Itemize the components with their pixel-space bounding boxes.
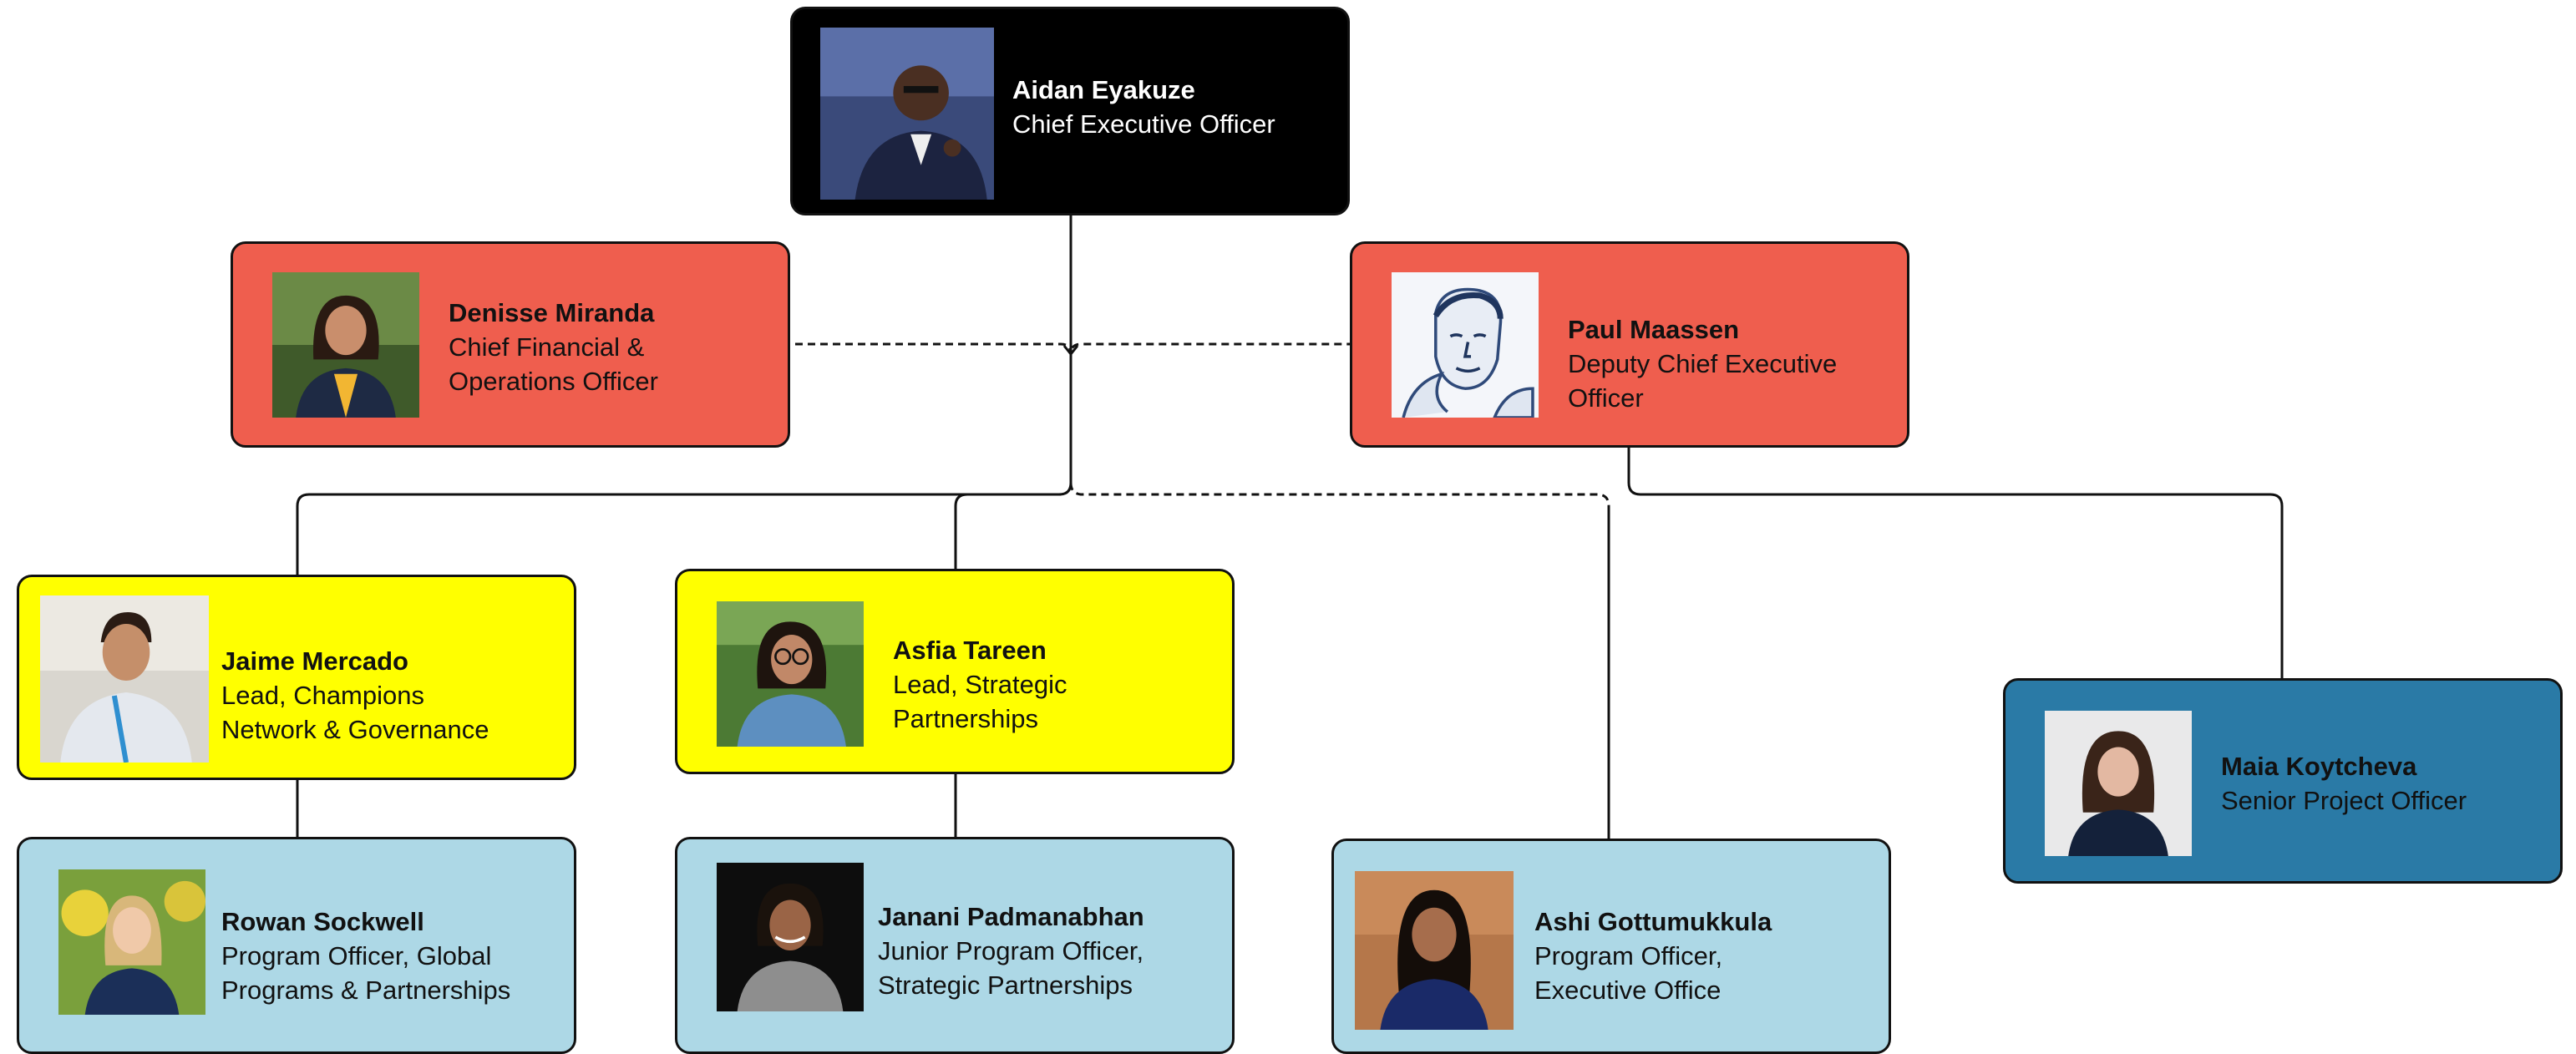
org-card-asfia[interactable]: Asfia Tareen Lead, Strategic Partnership… — [675, 569, 1235, 774]
person-name: Denisse Miranda — [449, 298, 655, 327]
person-photo-icon — [272, 272, 419, 418]
person-photo-icon — [717, 863, 864, 1011]
person-name: Jaime Mercado — [221, 646, 408, 676]
person-title-line: Lead, Strategic — [893, 670, 1067, 699]
org-card-maia[interactable]: Maia Koytcheva Senior Project Officer — [2003, 678, 2563, 884]
person-title: Chief Executive Officer — [1012, 109, 1275, 139]
person-name: Asfia Tareen — [893, 636, 1047, 665]
person-title-line: Program Officer, Global — [221, 941, 492, 970]
person-title-line: Operations Officer — [449, 367, 658, 396]
branch-line-asfia — [954, 493, 968, 570]
org-card-ashi[interactable]: Ashi Gottumukkula Program Officer, Execu… — [1331, 839, 1891, 1054]
org-card-janani[interactable]: Janani Padmanabhan Junior Program Office… — [675, 837, 1235, 1054]
person-photo-icon — [717, 601, 864, 747]
person-name: Janani Padmanabhan — [878, 902, 1144, 931]
person-title-line: Officer — [1568, 383, 1644, 413]
person-photo-icon — [58, 869, 205, 1015]
person-title-line: Junior Program Officer, — [878, 936, 1144, 965]
org-card-deputy-ceo[interactable]: Paul Maassen Deputy Chief Executive Offi… — [1350, 241, 1909, 448]
person-title-line: Strategic Partnerships — [878, 970, 1133, 1000]
person-title-line: Deputy Chief Executive — [1568, 349, 1838, 378]
person-photo-icon — [1355, 871, 1514, 1030]
org-card-ceo[interactable]: Aidan Eyakuze Chief Executive Officer — [790, 7, 1350, 215]
person-title-line: Lead, Champions — [221, 681, 424, 710]
junction-arrow — [1062, 345, 1079, 357]
person-title-line: Partnerships — [893, 704, 1039, 733]
person-name: Maia Koytcheva — [2221, 752, 2417, 781]
person-name: Paul Maassen — [1568, 315, 1740, 344]
person-title-line: Programs & Partnerships — [221, 975, 511, 1005]
person-photo-icon — [820, 28, 994, 200]
person-title-line: Network & Governance — [221, 715, 489, 744]
person-name: Ashi Gottumukkula — [1534, 907, 1772, 936]
org-card-jaime[interactable]: Jaime Mercado Lead, Champions Network & … — [17, 575, 576, 780]
person-title-line: Executive Office — [1534, 975, 1722, 1005]
branch-line-leads — [296, 482, 1072, 575]
dashed-branch-ashi — [1069, 482, 1610, 839]
person-title-line: Chief Financial & — [449, 332, 645, 362]
person-name: Rowan Sockwell — [221, 907, 424, 936]
person-title-line: Program Officer, — [1534, 941, 1723, 970]
branch-line-maia — [1627, 448, 2284, 678]
person-photo-icon — [2045, 711, 2192, 856]
person-photo-icon — [40, 595, 209, 763]
person-title: Senior Project Officer — [2221, 786, 2467, 815]
person-sketch-icon — [1392, 272, 1539, 418]
org-card-cfo[interactable]: Denisse Miranda Chief Financial & Operat… — [231, 241, 790, 448]
person-name: Aidan Eyakuze — [1012, 75, 1195, 104]
org-card-rowan[interactable]: Rowan Sockwell Program Officer, Global P… — [17, 837, 576, 1054]
